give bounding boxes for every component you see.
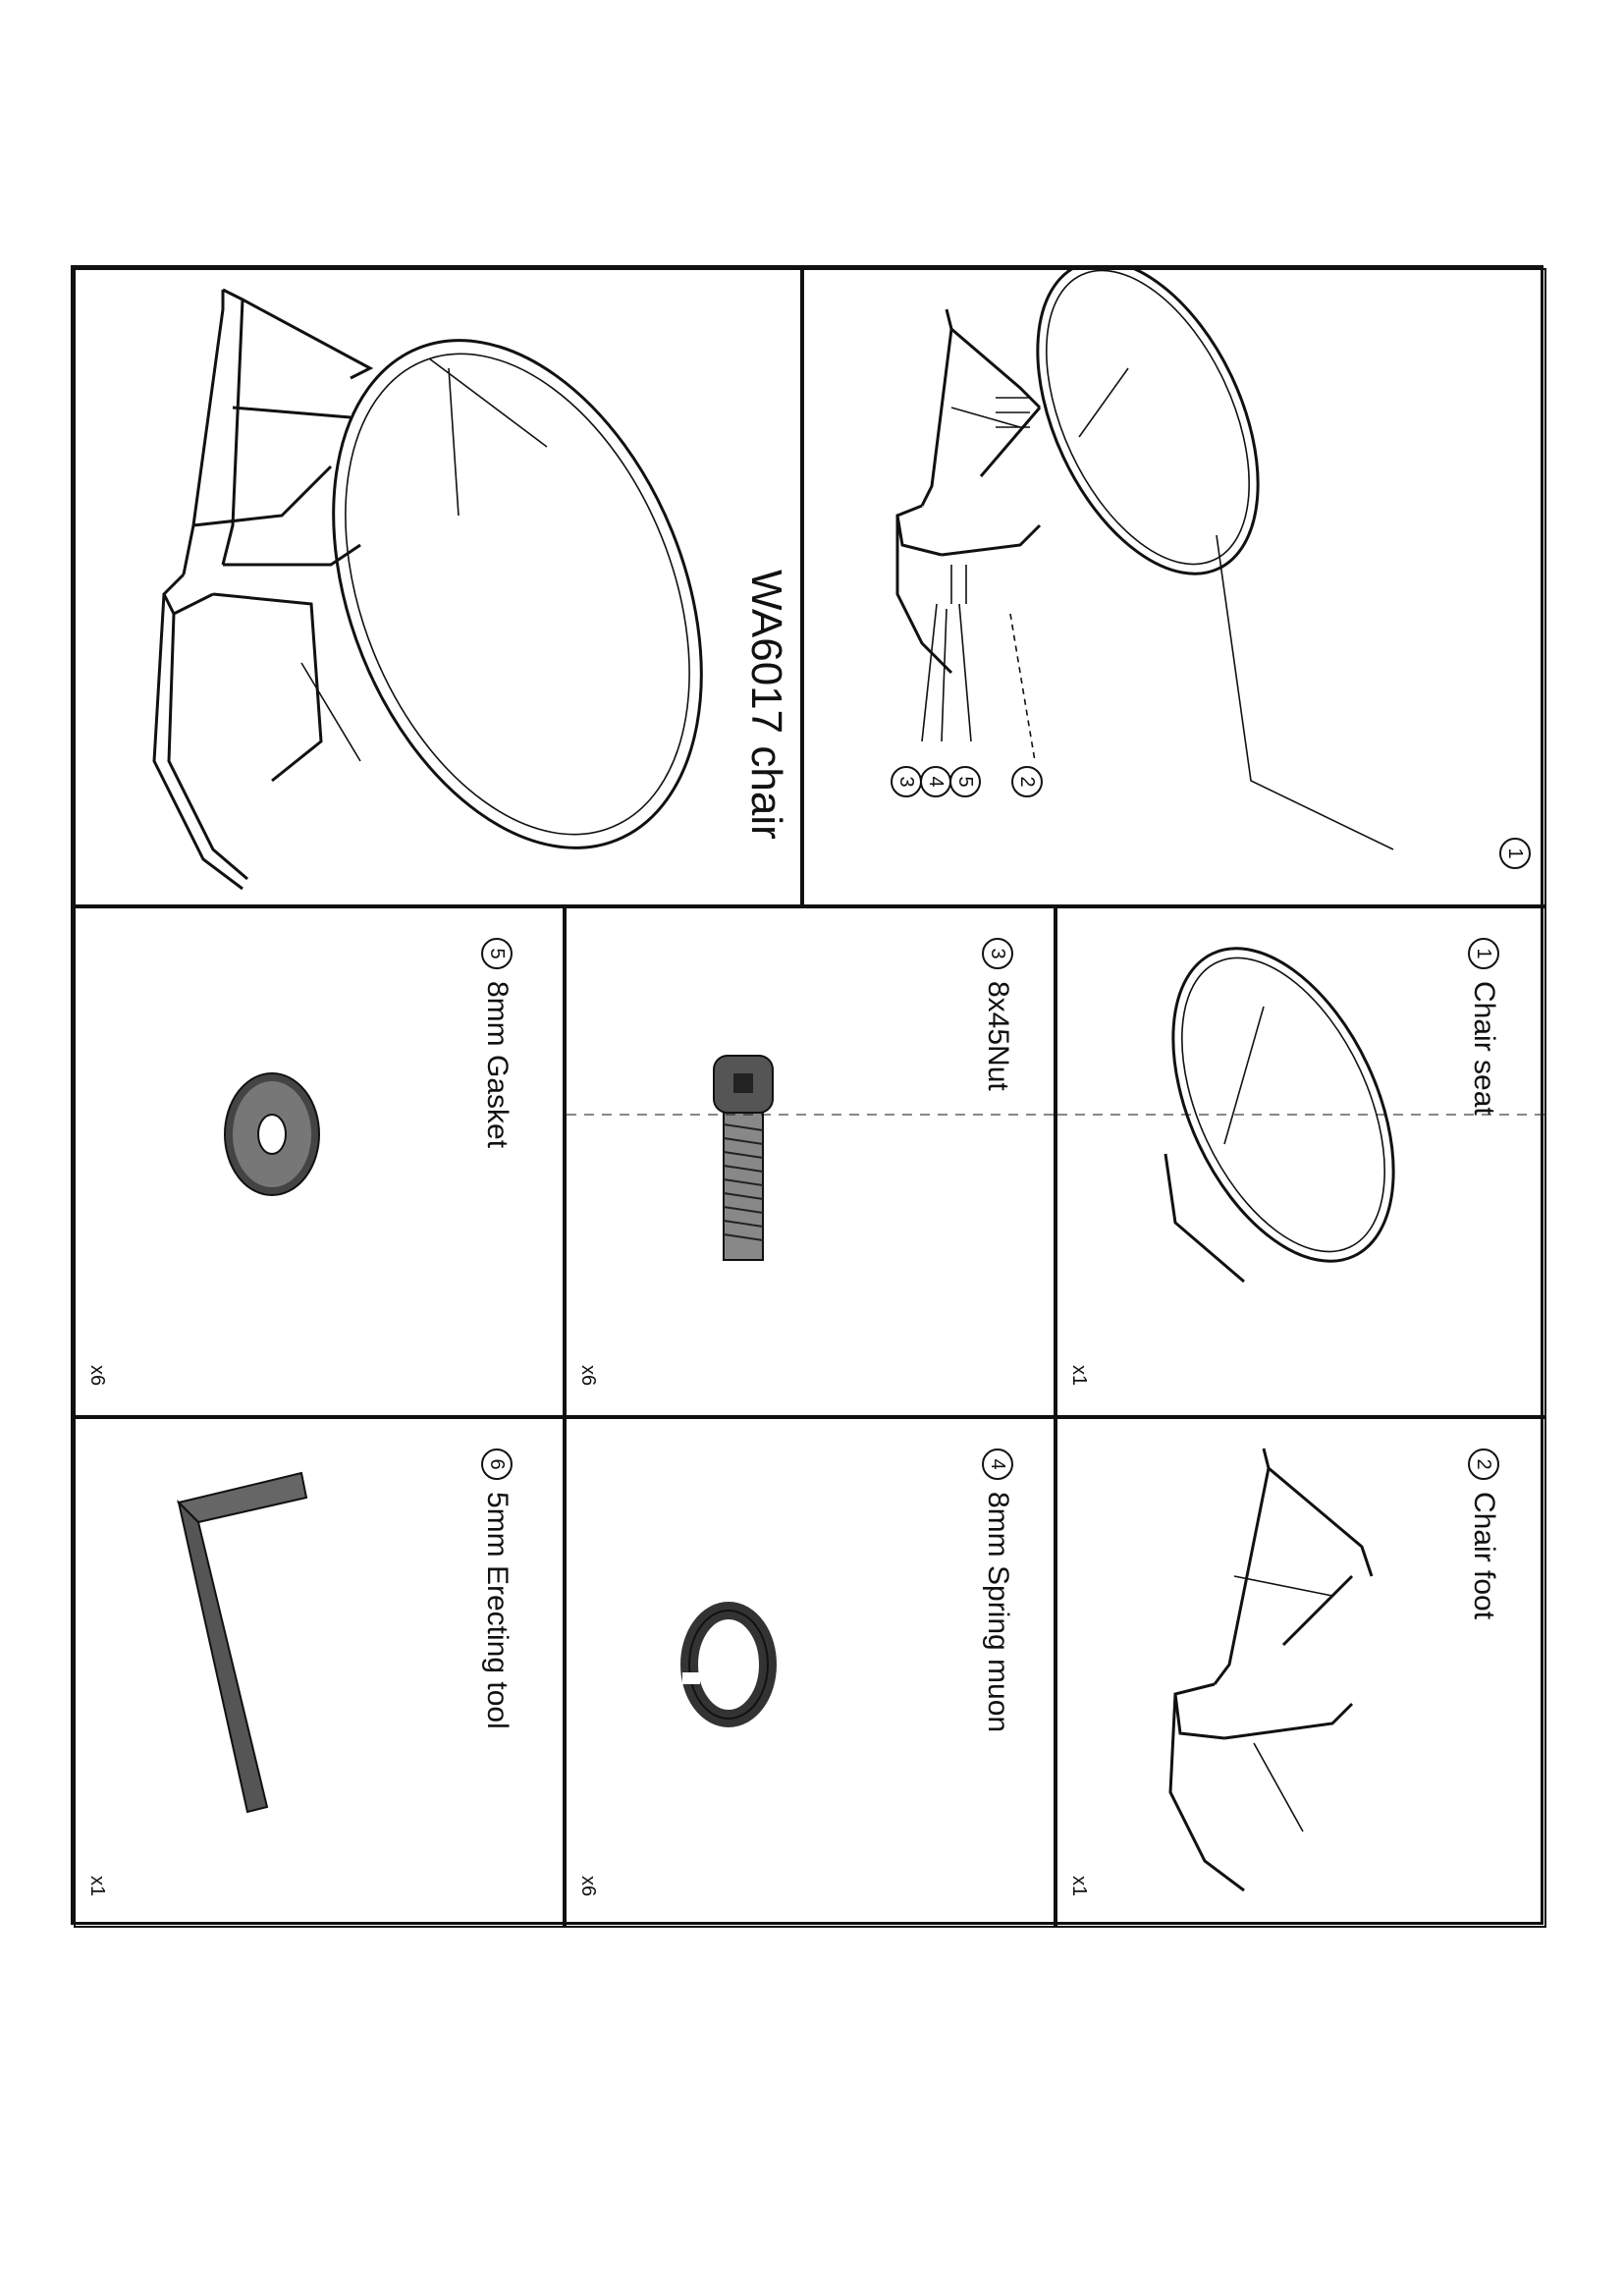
callout-1: 1 [1498, 838, 1531, 869]
part-1-qty: x1 [1068, 1365, 1090, 1387]
flat-washer-illustration [224, 1072, 320, 1196]
chair-seat-illustration [1057, 947, 1544, 1284]
assembled-chair-illustration [152, 288, 703, 891]
exploded-view-panel: 1 2 3 4 5 [802, 268, 1546, 906]
chair-foot-illustration [1168, 1448, 1374, 1892]
callout-2: 2 [1010, 766, 1043, 797]
exploded-view-illustration [895, 270, 1394, 850]
bolt-illustration [567, 1055, 1054, 1261]
assembled-chair-panel: WA6017 chair [74, 268, 802, 906]
part-5-panel: 58mm Gasket x6 [74, 906, 565, 1417]
callout-3: 3 [890, 766, 922, 797]
part-2-qty: x1 [1068, 1876, 1090, 1897]
spring-washer-illustration [680, 1602, 777, 1727]
part-3-panel: 38x45Nut x6 [565, 906, 1056, 1417]
callout-5: 5 [948, 766, 981, 797]
part-5-qty: x6 [86, 1365, 108, 1387]
product-title: WA6017 chair [742, 570, 790, 840]
part-4-qty: x6 [577, 1876, 599, 1897]
part-4-panel: 48mm Spring muon x6 [565, 1417, 1056, 1928]
parts-sheet: WA6017 chair 1 2 [71, 265, 1546, 1928]
part-1-panel: 1Chair seat x1 [1056, 906, 1546, 1417]
callout-4: 4 [919, 766, 951, 797]
part-6-panel: 65mm Erecting tool x1 [74, 1417, 565, 1928]
part-2-panel: 2Chair foot x1 [1056, 1417, 1546, 1928]
part-3-qty: x6 [577, 1365, 599, 1387]
part-6-qty: x1 [86, 1876, 108, 1897]
hex-key-illustration [177, 1471, 308, 1814]
